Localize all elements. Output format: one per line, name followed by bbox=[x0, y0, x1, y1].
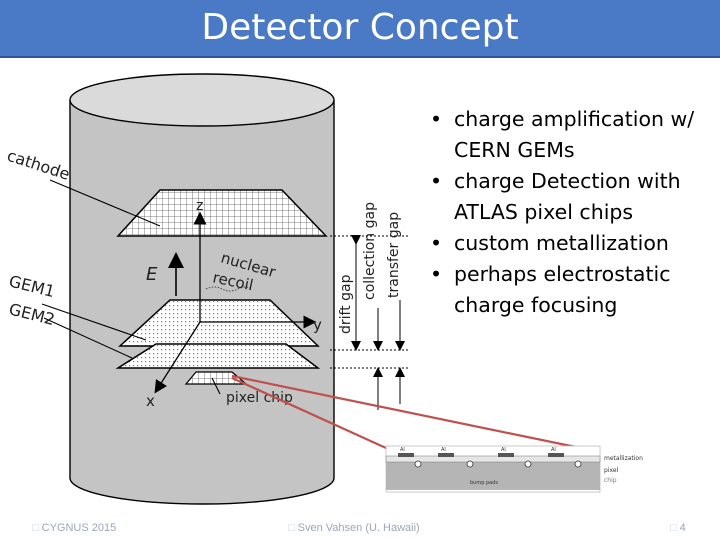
bullet-text: perhaps electrostatic charge focusing bbox=[454, 262, 671, 317]
x-axis-label: x bbox=[146, 392, 155, 410]
bullet-dot: • bbox=[430, 231, 443, 255]
pixel-chip-label: pixel chip bbox=[226, 390, 293, 406]
bullet-dot: • bbox=[430, 169, 443, 193]
footer-author: Sven Vahsen (U. Hawaii) bbox=[297, 522, 420, 534]
y-axis-label: y bbox=[313, 316, 322, 334]
collection-gap-label: collection gap bbox=[362, 202, 378, 300]
inset-chip-label: chip bbox=[604, 477, 617, 484]
metallization-inset: Al Al Al Al bump pads metallization pixe… bbox=[385, 445, 643, 493]
bullet-dot: • bbox=[430, 262, 443, 286]
inset-bump-pads-label: bump pads bbox=[470, 480, 498, 486]
transfer-gap-label: transfer gap bbox=[386, 212, 402, 298]
bullet-item: • charge Detection with ATLAS pixel chips bbox=[424, 166, 716, 228]
inset-pixel-label: pixel bbox=[604, 467, 619, 474]
footer-left: □CYGNUS 2015 bbox=[32, 522, 116, 534]
footer-mark: □ bbox=[288, 522, 295, 534]
gap-dimensions bbox=[330, 235, 410, 410]
bullet-dot: • bbox=[430, 107, 443, 131]
inset-al-label-1: Al bbox=[400, 447, 405, 453]
cathode-label: cathode bbox=[5, 146, 73, 184]
e-field-label: E bbox=[146, 264, 158, 285]
cylinder bbox=[69, 73, 335, 505]
coordinate-axes bbox=[154, 211, 317, 394]
bullet-item: • perhaps electrostatic charge focusing bbox=[424, 259, 716, 321]
recoil-track bbox=[205, 286, 253, 292]
gem1-label: GEM1 bbox=[7, 271, 57, 301]
slide-title: Detector Concept bbox=[201, 7, 519, 48]
detector-diagram: cathode GEM1 GEM2 z E nuclear recoil y x… bbox=[5, 73, 643, 505]
cathode-mesh bbox=[116, 189, 328, 237]
page-number: 4 bbox=[679, 522, 686, 534]
footer-mark: □ bbox=[670, 522, 677, 534]
bullet-list: • charge amplification w/ CERN GEMs • char… bbox=[424, 104, 716, 321]
footer-center: □Sven Vahsen (U. Hawaii) bbox=[288, 522, 420, 534]
inset-al-label-4: Al bbox=[551, 447, 556, 453]
bullet-item: • charge amplification w/ CERN GEMs bbox=[424, 104, 716, 166]
bullet-item: • custom metallization bbox=[424, 228, 716, 259]
footer-right: □4 bbox=[670, 522, 686, 534]
inset-al-label-2: Al bbox=[441, 447, 446, 453]
drift-gap-label: drift gap bbox=[338, 274, 354, 334]
footer-mark: □ bbox=[32, 522, 39, 534]
footer-conference: CYGNUS 2015 bbox=[41, 522, 117, 534]
gem1-plate bbox=[118, 299, 320, 347]
bullet-text: charge Detection with ATLAS pixel chips bbox=[454, 169, 681, 224]
z-axis-label: z bbox=[196, 198, 203, 214]
label-leader-lines bbox=[41, 179, 221, 395]
connector-lines bbox=[231, 374, 601, 454]
inset-metallization-label: metallization bbox=[604, 455, 643, 462]
bullet-text: charge amplification w/ CERN GEMs bbox=[454, 107, 695, 162]
title-bar bbox=[0, 0, 720, 58]
gem2-plate bbox=[115, 343, 321, 369]
inset-al-label-3: Al bbox=[501, 447, 506, 453]
bullet-text: custom metallization bbox=[454, 231, 669, 255]
gem2-label: GEM2 bbox=[7, 299, 57, 329]
